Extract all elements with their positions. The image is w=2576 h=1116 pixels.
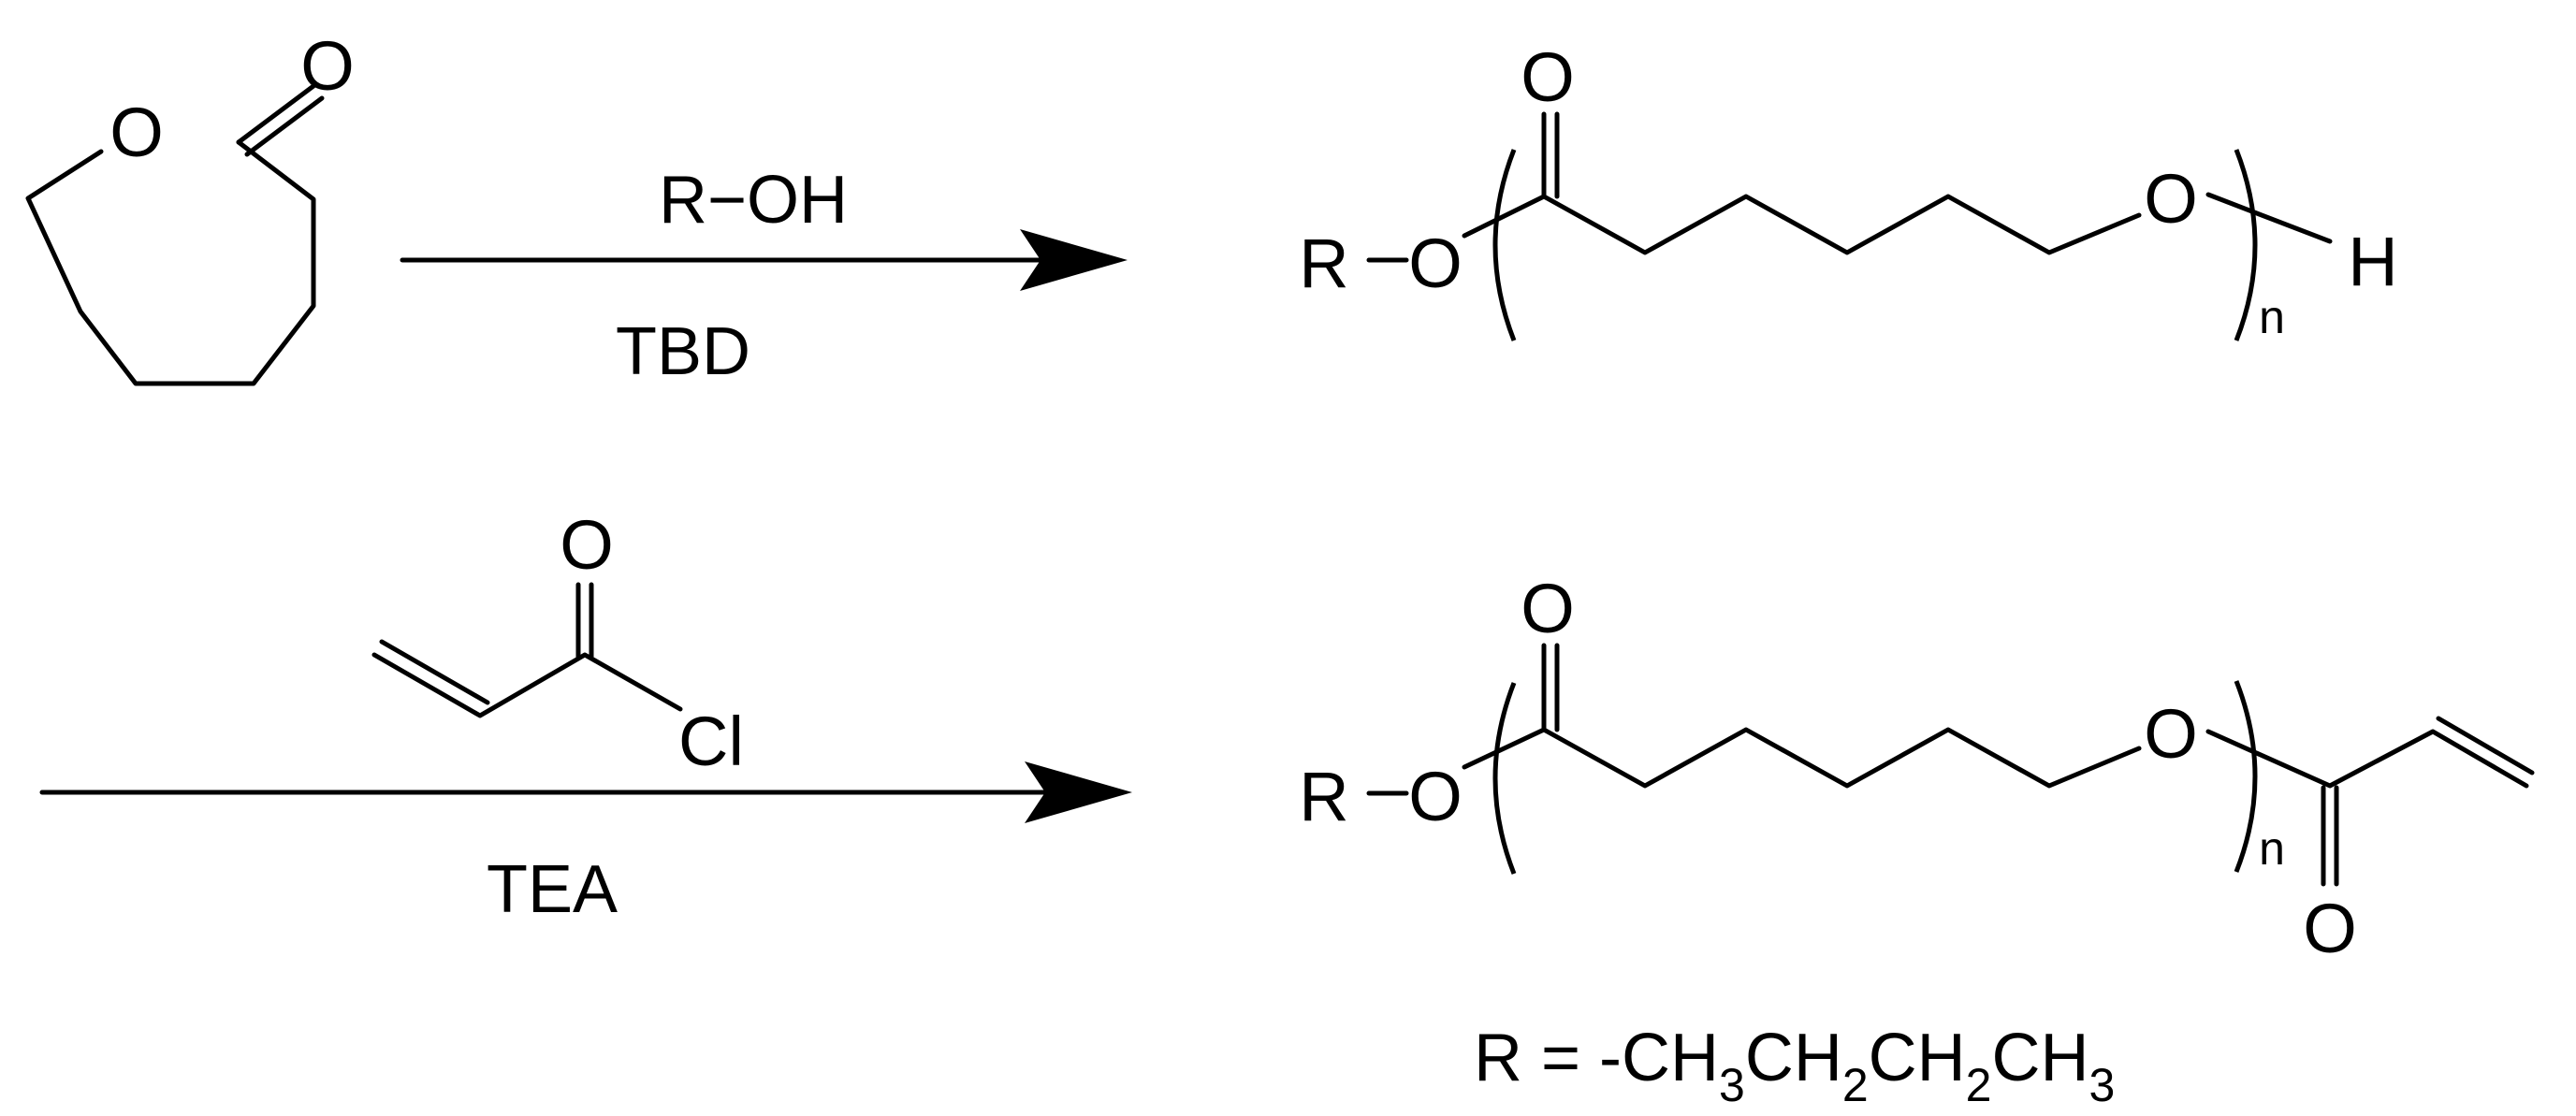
acryloyl-oxygen-atom: O — [560, 506, 614, 584]
step2-base-label: TEA — [487, 852, 618, 927]
acrylate-carbonyl-bond — [2321, 785, 2339, 887]
caprolactone-carbonyl-bond — [236, 83, 325, 157]
r-group-definition: R = -CH3CH2CH2CH3 — [1474, 1021, 2115, 1111]
chlorine-atom: Cl — [678, 703, 744, 780]
left-paren-2 — [1492, 682, 1517, 875]
pcl-oh-structure: R O O O H n — [1299, 38, 2397, 343]
acryloyl-chloride-structure: O Cl — [371, 506, 744, 780]
pcl-acrylate-structure: R O O O O n — [1299, 570, 2535, 967]
terminal-hydrogen-atom: H — [2348, 223, 2397, 300]
ester-carbonyl-bond — [1541, 111, 1560, 199]
acrylate-end-bonds — [2205, 716, 2535, 789]
reaction-arrow-step2 — [39, 761, 1132, 823]
r-group-label-2: R — [1299, 758, 1348, 835]
acryloyl-carbonyl-bond — [575, 582, 594, 659]
step1-reagent-label: R−OH — [659, 163, 848, 238]
carbonyl-oxygen-atom: O — [300, 27, 355, 105]
chain-end-oxygen-atom: O — [2144, 160, 2198, 238]
right-paren — [2234, 149, 2258, 341]
reaction-arrow-step1 — [400, 229, 1128, 291]
ester-carbonyl-oxygen-atom: O — [1521, 38, 1575, 116]
repeat-index-label-2: n — [2259, 822, 2285, 875]
left-paren — [1492, 149, 1517, 341]
right-paren-2 — [2234, 680, 2258, 873]
ring-oxygen-atom: O — [109, 94, 164, 171]
ester-oxygen-atom: O — [1408, 225, 1463, 302]
step1-catalyst-label: TBD — [616, 314, 750, 389]
repeat-index-label: n — [2259, 291, 2285, 343]
r-group-label: R — [1299, 225, 1348, 302]
ester-carbonyl-bond-2 — [1541, 643, 1560, 732]
ester-carbonyl-oxygen-atom-2: O — [1521, 570, 1575, 647]
caprolactone-ring-bonds — [25, 139, 316, 386]
ester-oxygen-atom-2: O — [1408, 758, 1463, 835]
caprolactone-structure: O O — [25, 27, 355, 386]
chain-end-oxygen-atom-2: O — [2144, 695, 2198, 773]
acrylate-oxygen-atom: O — [2303, 890, 2357, 967]
polymer-backbone-bonds — [1462, 194, 2142, 255]
polymer-backbone-bonds-2 — [1462, 727, 2142, 789]
acryloyl-vinyl-bonds — [371, 639, 683, 718]
